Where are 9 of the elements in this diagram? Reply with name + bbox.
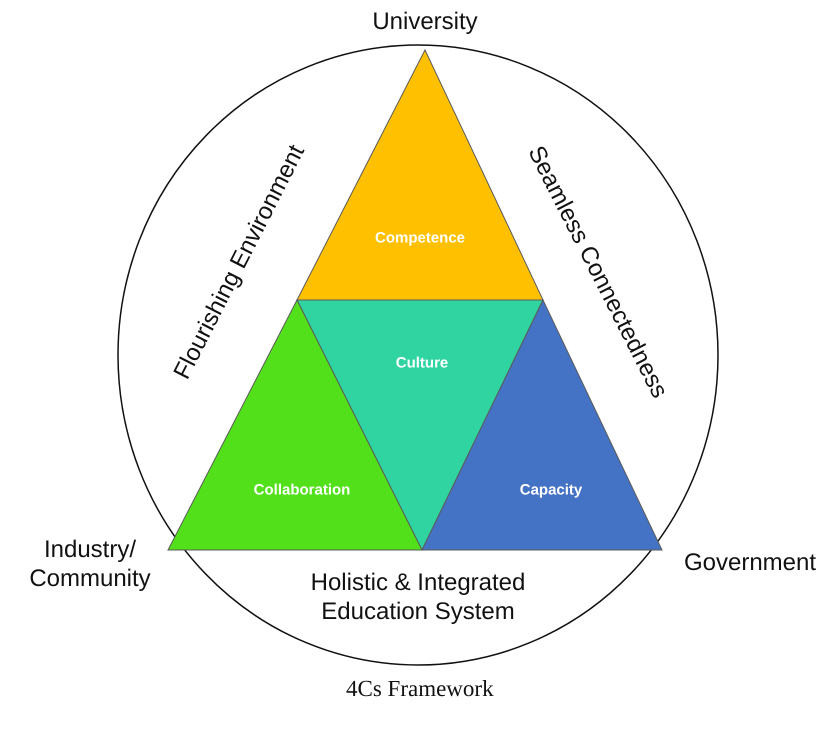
label: Holistic & Integrated Education System [310,569,526,627]
label: University [371,8,479,36]
label: Industry/ Community [28,536,152,594]
segment-label: Culture [396,354,448,372]
segment-label: Capacity [520,482,582,498]
segment-label: Collaboration [254,482,350,498]
label: Government [682,548,818,578]
caption: 4Cs Framework [346,676,494,702]
segment-label: Competence [374,230,466,246]
